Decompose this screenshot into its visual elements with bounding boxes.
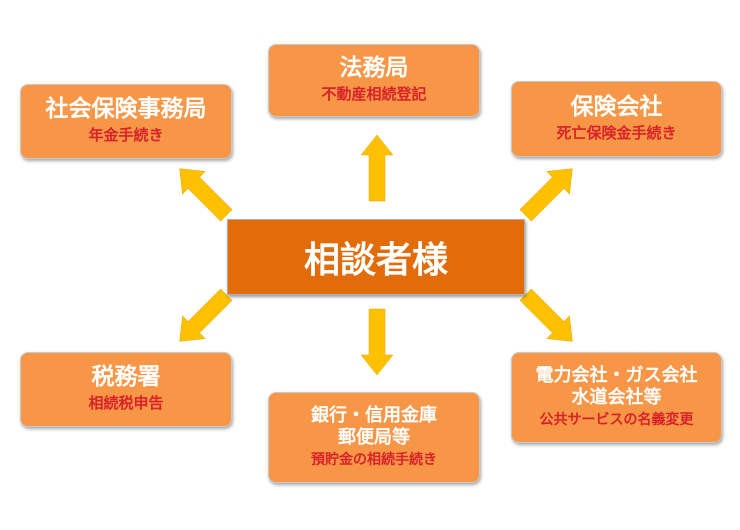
node-social-insurance: 社会保険事務局 年金手続き — [20, 84, 232, 159]
node-title-line1: 銀行・信用金庫 — [311, 404, 437, 426]
arrow-up-left — [168, 157, 238, 227]
node-title: 社会保険事務局 — [45, 96, 207, 123]
node-subtitle: 死亡保険金手続き — [556, 123, 677, 142]
node-subtitle: 公共サービスの名義変更 — [539, 411, 694, 428]
node-title: 法務局 — [339, 55, 409, 82]
node-subtitle: 預貯金の相続手続き — [311, 451, 437, 468]
center-label: 相談者様 — [303, 240, 448, 281]
arrow-down — [360, 308, 394, 376]
node-title-line2: 水道会社等 — [571, 387, 662, 408]
node-subtitle: 相続税申告 — [88, 394, 164, 413]
node-title-line1: 電力会社・ガス会社 — [535, 364, 698, 386]
arrow-up-right — [514, 157, 584, 227]
node-bank: 銀行・信用金庫 郵便局等 預貯金の相続手続き — [268, 392, 480, 483]
node-title: 保険会社 — [570, 93, 663, 120]
node-title-line2: 郵便局等 — [338, 427, 410, 448]
node-tax-office: 税務署 相続税申告 — [20, 352, 232, 427]
node-utilities: 電力会社・ガス会社 水道会社等 公共サービスの名義変更 — [511, 352, 722, 443]
center-node: 相談者様 — [227, 219, 525, 295]
arrow-up — [360, 134, 394, 202]
node-subtitle: 年金手続き — [88, 126, 164, 145]
node-legal-affairs: 法務局 不動産相続登記 — [268, 44, 480, 117]
node-title: 税務署 — [91, 364, 161, 391]
node-insurance-company: 保険会社 死亡保険金手続き — [511, 81, 722, 157]
node-subtitle: 不動産相続登記 — [321, 85, 427, 104]
